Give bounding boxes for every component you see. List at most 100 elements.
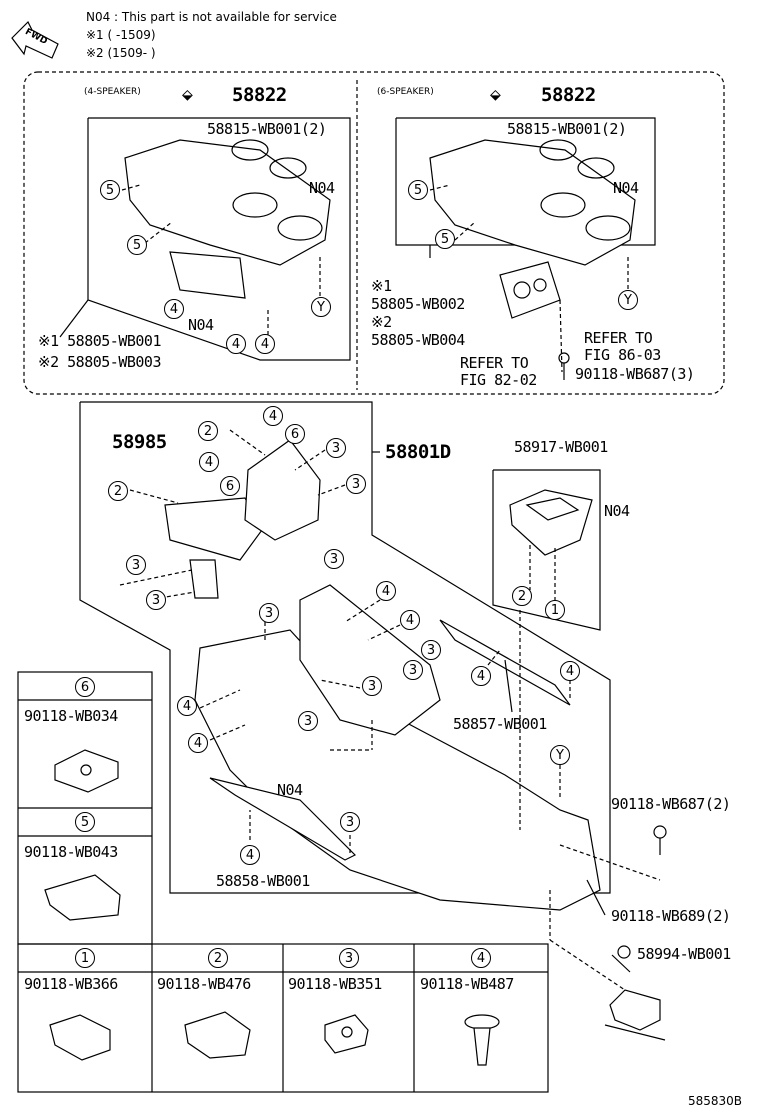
grommet-icon-right: ⬙ [490, 84, 501, 105]
part-58917-wb001: 58917-WB001 [514, 438, 608, 456]
right-console-tray-shape [429, 139, 636, 319]
tray-shape [509, 489, 593, 556]
legend-num-5: 5 [75, 812, 95, 832]
legend-part-90118-wb351: 90118-WB351 [288, 975, 382, 993]
legend-num-1: 1 [75, 948, 95, 968]
part-58815-left: 58815-WB001(2) [207, 120, 327, 138]
callout-6: 6 [220, 476, 240, 496]
figure-code: 585830B [688, 1094, 743, 1108]
callout-3: 3 [346, 474, 366, 494]
part-58985: 58985 [112, 431, 167, 453]
callout-5: 5 [408, 180, 428, 200]
panel-4-speaker-title: (4-SPEAKER) [84, 87, 141, 97]
part-58857-wb001: 58857-WB001 [453, 715, 547, 733]
callout-4: 4 [177, 696, 197, 716]
part-58822-left: 58822 [232, 84, 287, 106]
top-panel-border [23, 71, 725, 395]
callout-y-right: Y [618, 290, 638, 310]
callout-3: 3 [259, 603, 279, 623]
refer-to-b: REFER TO [460, 354, 529, 372]
part-58994-wb001: 58994-WB001 [637, 945, 731, 963]
part-58858-wb001: 58858-WB001 [216, 872, 310, 890]
callout-1: 1 [545, 600, 565, 620]
callout-3: 3 [298, 711, 318, 731]
callout-3: 3 [146, 590, 166, 610]
part-58815-right: 58815-WB001(2) [507, 120, 627, 138]
callout-4: 4 [188, 733, 208, 753]
part-58805-wb002: 58805-WB002 [371, 295, 465, 313]
callout-6: 6 [285, 424, 305, 444]
main-assembly-box [79, 401, 611, 894]
clip-58994-shape [604, 989, 666, 1041]
screw-4-sketch [464, 1014, 500, 1066]
callout-4: 4 [240, 845, 260, 865]
callout-3: 3 [324, 549, 344, 569]
fig-86-03: FIG 86-03 [584, 346, 661, 364]
screw-icon-top [558, 352, 570, 380]
n04-left-a: N04 [309, 179, 335, 197]
callout-3: 3 [362, 676, 382, 696]
legend-part-90118-wb476: 90118-WB476 [157, 975, 251, 993]
ref-58805-wb001: ※1 58805-WB001 [38, 332, 161, 350]
callout-5: 5 [127, 235, 147, 255]
callout-4: 4 [471, 666, 491, 686]
callout-y-main: Y [550, 745, 570, 765]
n04-left-b: N04 [188, 316, 214, 334]
legend-part-90118-wb366: 90118-WB366 [24, 975, 118, 993]
mark-1-right: ※1 [371, 277, 392, 295]
callout-4: 4 [199, 452, 219, 472]
nut-icon [617, 945, 631, 959]
header-range-1: ※1 ( -1509) [86, 28, 156, 42]
callout-4: 4 [164, 299, 184, 319]
mark-2-right: ※2 [371, 313, 392, 331]
clip-2-sketch [184, 1011, 251, 1059]
callout-4: 4 [400, 610, 420, 630]
ref-58805-wb003: ※2 58805-WB003 [38, 353, 161, 371]
left-assembly-box [87, 117, 351, 361]
callout-5: 5 [100, 180, 120, 200]
bracket-58985-shape [164, 439, 321, 599]
legend-num-3: 3 [339, 948, 359, 968]
callout-4: 4 [560, 661, 580, 681]
part-90118-wb689-2: 90118-WB689(2) [611, 907, 731, 925]
callout-y-left: Y [311, 297, 331, 317]
clip-1-sketch [49, 1014, 111, 1061]
header-note: N04 : This part is not available for ser… [86, 10, 337, 24]
part-58805-wb004: 58805-WB004 [371, 331, 465, 349]
callout-3: 3 [421, 640, 441, 660]
tray-box [492, 469, 601, 631]
fig-82-02: FIG 82-02 [460, 371, 537, 389]
part-58801d: 58801D [385, 441, 451, 463]
callout-2: 2 [108, 481, 128, 501]
n04-right: N04 [613, 179, 639, 197]
screw-icon [653, 825, 667, 855]
callout-4: 4 [376, 581, 396, 601]
part-90118-wb687-2: 90118-WB687(2) [611, 795, 731, 813]
fwd-arrow-icon [11, 20, 59, 59]
refer-to-a: REFER TO [584, 329, 653, 347]
n04-main: N04 [277, 781, 303, 799]
legend-part-90118-wb034: 90118-WB034 [24, 707, 118, 725]
part-58822-right: 58822 [541, 84, 596, 106]
callout-3: 3 [340, 812, 360, 832]
nut-3-sketch [324, 1014, 369, 1054]
callout-4: 4 [226, 334, 246, 354]
legend-part-90118-wb487: 90118-WB487 [420, 975, 514, 993]
legend-num-2: 2 [208, 948, 228, 968]
callout-3: 3 [326, 438, 346, 458]
clip-6-sketch [54, 749, 119, 793]
clip-5-sketch [44, 874, 121, 921]
callout-2: 2 [512, 586, 532, 606]
callout-3: 3 [403, 660, 423, 680]
callout-4: 4 [263, 406, 283, 426]
left-console-tray-shape [124, 139, 331, 299]
legend-num-4: 4 [471, 948, 491, 968]
legend-num-6: 6 [75, 677, 95, 697]
callout-4: 4 [255, 334, 275, 354]
callout-5: 5 [435, 229, 455, 249]
grommet-icon: ⬙ [182, 84, 193, 105]
n04-tray: N04 [604, 502, 630, 520]
part-90118-wb687-3: 90118-WB687(3) [575, 365, 695, 383]
callout-2: 2 [198, 421, 218, 441]
